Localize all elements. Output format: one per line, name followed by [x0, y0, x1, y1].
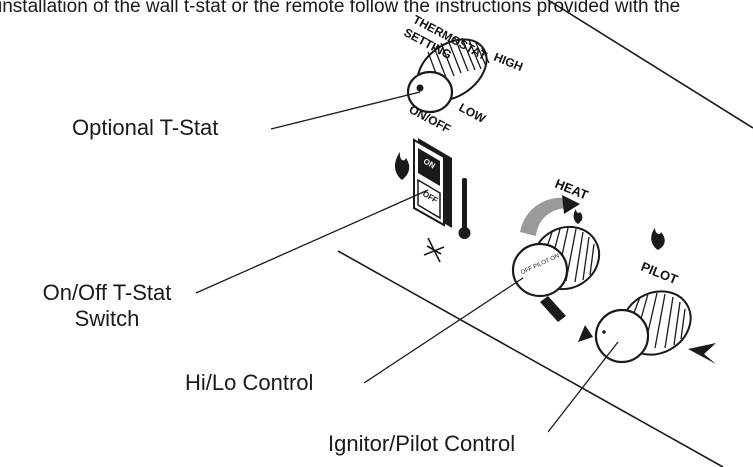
ignitor-pilot-control-knob[interactable] — [594, 279, 702, 367]
hi-lo-control-knob[interactable]: OFF PILOT ON — [511, 215, 610, 301]
panel-front-edge — [337, 250, 724, 467]
heat-arrow-icon — [562, 195, 580, 214]
panel-top-edge — [547, 0, 753, 129]
low-label: LOW — [457, 100, 489, 126]
pilot-flame-icon — [651, 228, 665, 250]
header-text: installation of the wall t-stat or the r… — [0, 0, 680, 17]
high-label: HIGH — [492, 50, 525, 74]
lo-arrow-icon — [578, 325, 593, 342]
onoff-tstat-switch-line1: On/Off T-Stat — [42, 280, 172, 305]
pilot-label: PILOT — [639, 259, 680, 287]
flame-icon — [395, 152, 410, 180]
ignitor-pilot-control-callout: Ignitor/Pilot Control — [328, 431, 516, 456]
hi-lo-pointer-icon — [540, 296, 566, 322]
heat-flame-icon — [573, 209, 583, 224]
thermometer-icon — [458, 178, 471, 239]
hilo-control-callout: Hi/Lo Control — [185, 370, 314, 395]
on-off-rocker-switch[interactable]: ON OFF — [413, 138, 452, 228]
leader-lines — [195, 91, 619, 433]
off-flame-icon — [423, 237, 445, 263]
heat-range-arc — [520, 197, 568, 236]
thermostat-knob[interactable] — [406, 27, 498, 114]
onoff-tstat-switch-line2: Switch — [74, 306, 140, 331]
optional-tstat-callout: Optional T-Stat — [72, 115, 219, 140]
onoff-tstat-switch-callout: On/Off T-Stat Switch — [17, 280, 197, 332]
pilot-arrow-icon — [688, 343, 716, 364]
